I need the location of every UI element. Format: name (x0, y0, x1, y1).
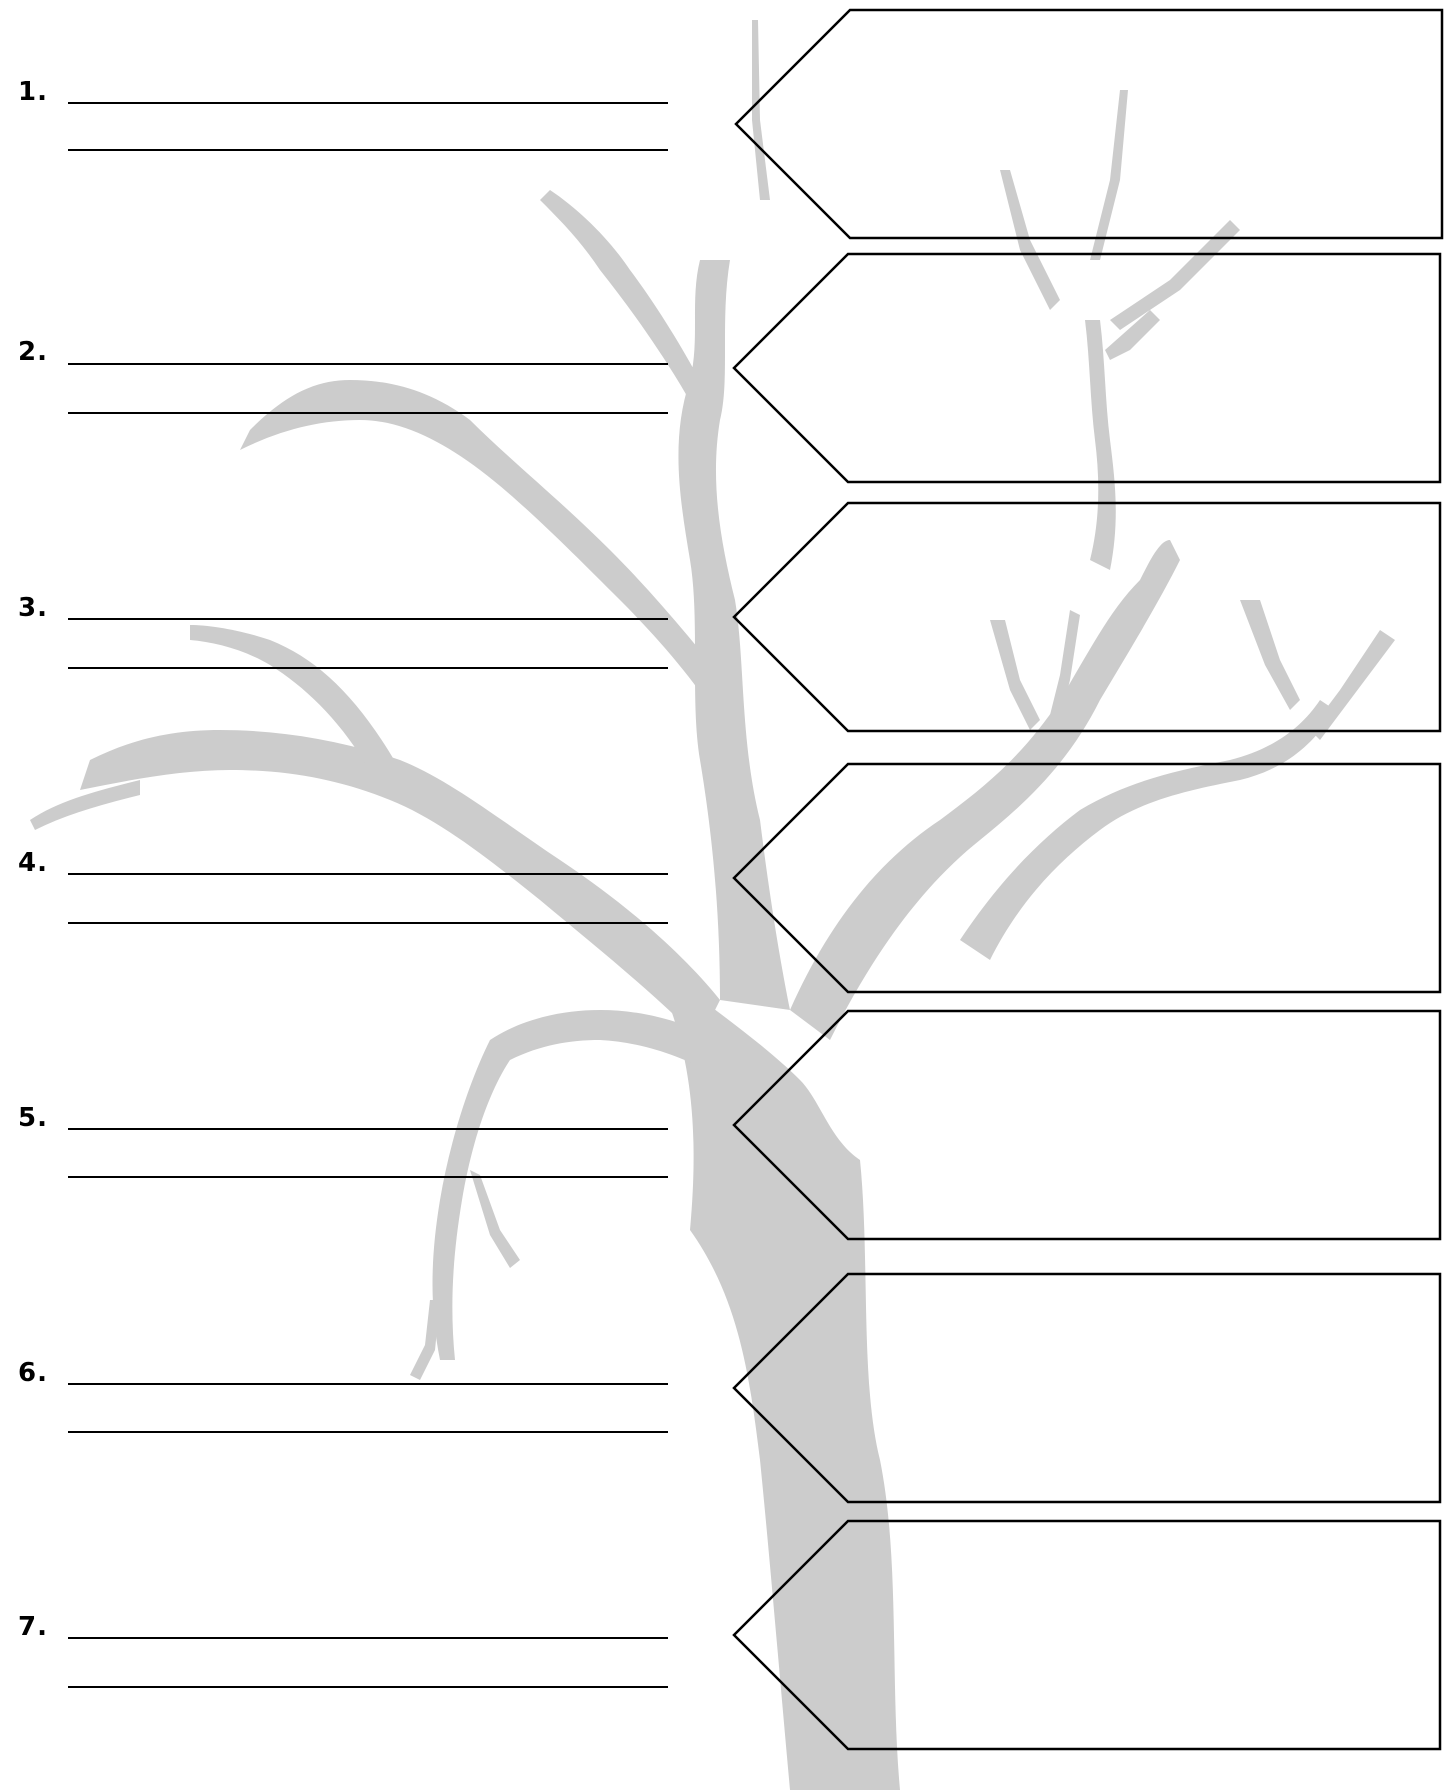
tag-box-1[interactable] (736, 10, 1442, 238)
tag-box-6[interactable] (734, 1274, 1440, 1502)
tag-box-4[interactable] (734, 764, 1440, 992)
tag-box-5[interactable] (734, 1011, 1440, 1239)
tag-box-7[interactable] (734, 1521, 1440, 1749)
tag-box-3[interactable] (734, 503, 1440, 731)
tag-box-2[interactable] (734, 254, 1440, 482)
